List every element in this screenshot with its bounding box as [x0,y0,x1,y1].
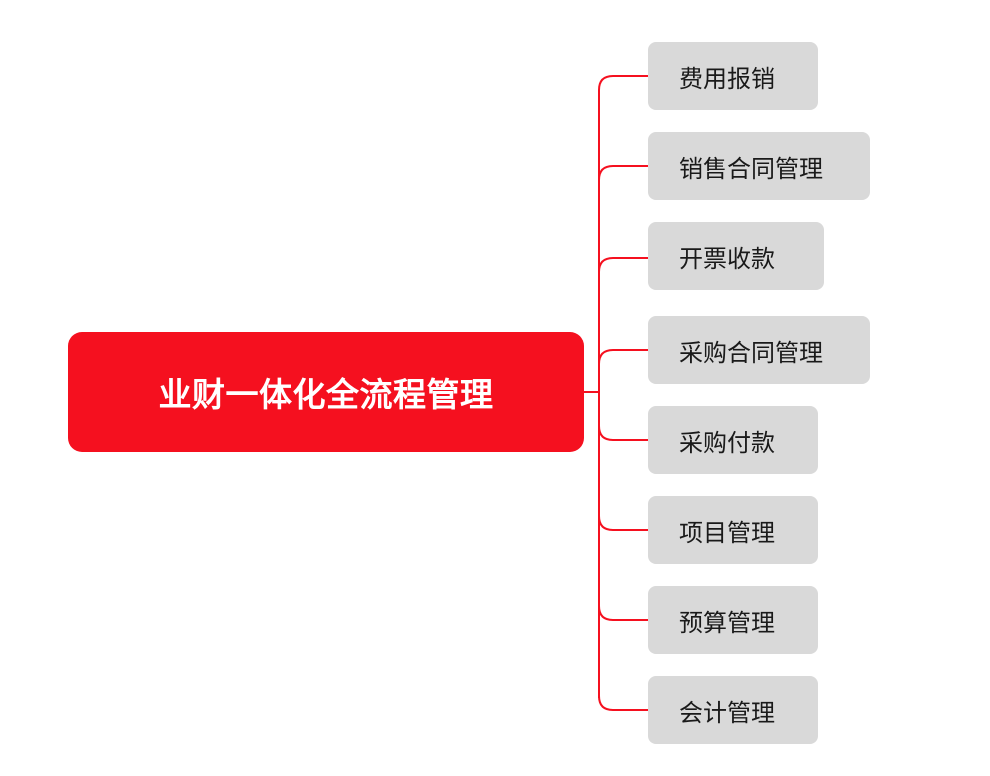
child-node-label: 开票收款 [679,244,775,273]
root-node[interactable]: 业财一体化全流程管理 [68,332,584,452]
child-node-purchase-contract-management[interactable]: 采购合同管理 [648,316,870,384]
child-node-sales-contract-management[interactable]: 销售合同管理 [648,132,870,200]
child-node-label: 预算管理 [679,608,775,637]
branch-connector-7 [598,695,648,711]
child-node-invoicing-collection[interactable]: 开票收款 [648,222,824,290]
child-node-project-management[interactable]: 项目管理 [648,496,818,564]
child-node-budget-management[interactable]: 预算管理 [648,586,818,654]
child-node-label: 采购合同管理 [679,338,823,367]
root-node-label: 业财一体化全流程管理 [158,375,494,414]
branch-connector-5 [598,515,648,531]
branch-connector-6 [598,605,648,621]
child-node-expense-reimbursement[interactable]: 费用报销 [648,42,818,110]
child-node-label: 销售合同管理 [679,154,823,183]
child-node-purchase-payment[interactable]: 采购付款 [648,406,818,474]
child-node-label: 费用报销 [679,64,775,93]
branch-connector-1 [598,165,648,181]
branch-connector-2 [598,257,648,273]
child-node-label: 项目管理 [679,518,775,547]
branch-connector-3 [598,349,648,365]
child-node-label: 会计管理 [679,698,775,727]
branch-connector-0 [598,75,648,91]
child-node-label: 采购付款 [679,428,775,457]
branch-connector-4 [598,425,648,441]
child-node-accounting-management[interactable]: 会计管理 [648,676,818,744]
